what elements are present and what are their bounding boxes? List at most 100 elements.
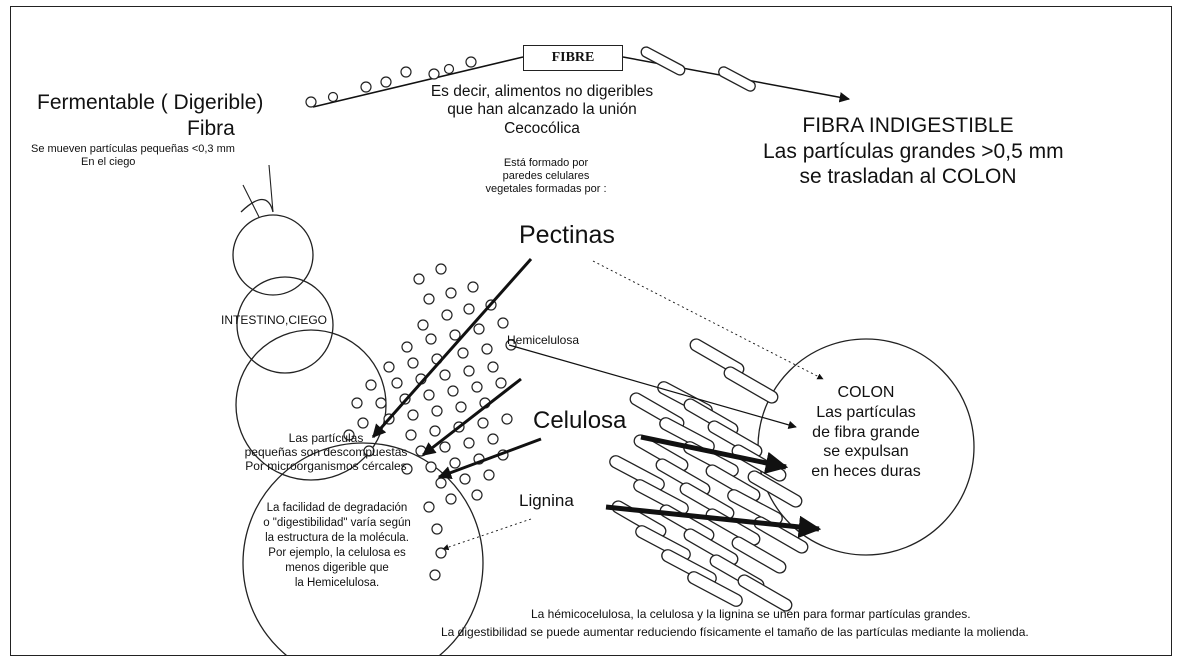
fermentable-label: Fermentable ( Digerible) <box>37 91 264 114</box>
small-particle <box>431 405 443 417</box>
small-particle <box>463 303 475 315</box>
indigestible-line-2: Las partículas grandes >0,5 mm <box>763 139 1064 163</box>
small-particle <box>383 361 395 373</box>
colon-line-1: COLON <box>837 384 895 401</box>
facility-line-3: la estructura de la molécula. <box>265 531 409 544</box>
small-particle <box>457 347 469 359</box>
large-particle <box>609 455 665 491</box>
large-particle <box>731 536 787 574</box>
branch-large-particles <box>640 46 756 92</box>
small-particle <box>363 445 375 457</box>
small-particle <box>501 413 513 425</box>
small-particle <box>401 463 413 475</box>
bottom-note-2: La digestibilidad se puede aumentar redu… <box>441 625 1029 639</box>
pectinas-label: Pectinas <box>519 221 615 249</box>
small-particle <box>413 273 425 285</box>
formed-line-2: paredes celulares <box>502 169 590 182</box>
small-particle <box>435 477 447 489</box>
small-particle <box>463 437 475 449</box>
small-particle <box>487 433 499 445</box>
small-particle <box>423 293 435 305</box>
diagram-frame: FIBRE Fermentable ( Digerible) Fibra Se … <box>10 6 1172 656</box>
branch-small-particles <box>305 56 477 108</box>
small-particle <box>481 343 493 355</box>
small-particles-line-2: En el ciego <box>81 155 136 168</box>
small-particle <box>391 377 403 389</box>
small-particle <box>441 309 453 321</box>
small-particle <box>487 361 499 373</box>
small-particle <box>467 281 479 293</box>
facility-line-4: Por ejemplo, la celulosa es <box>268 546 406 559</box>
small-particle <box>429 425 441 437</box>
decompose-text: Las partículas pequeñas son descompuesta… <box>241 431 411 473</box>
small-particle <box>357 417 369 429</box>
large-particle <box>659 417 715 453</box>
indigestible-text: FIBRA INDIGESTIBLE Las partículas grande… <box>763 113 1064 190</box>
lignina-label: Lignina <box>519 491 574 510</box>
small-particle <box>429 569 441 581</box>
small-particle <box>343 429 355 441</box>
small-particle <box>407 409 419 421</box>
small-particle <box>425 333 437 345</box>
large-particle <box>687 571 743 607</box>
definition-line-3: Cecocólica <box>504 119 580 137</box>
formed-line-1: Está formado por <box>503 157 589 169</box>
small-particle <box>463 365 475 377</box>
hemicelulosa-label: Hemicelulosa <box>507 333 580 347</box>
small-particle <box>375 397 387 409</box>
fibre-label: FIBRE <box>523 45 623 71</box>
small-particle <box>435 547 447 559</box>
small-particle <box>449 457 461 469</box>
colon-line-3: de fibra grande <box>812 423 920 441</box>
large-particle <box>633 434 689 472</box>
small-particle <box>473 323 485 335</box>
small-particle <box>435 263 447 275</box>
facility-line-6: la Hemicelulosa. <box>294 576 380 589</box>
small-particle <box>497 317 509 329</box>
large-particle <box>707 420 763 458</box>
small-particle <box>495 377 507 389</box>
small-particle <box>439 369 451 381</box>
large-particle <box>689 338 745 376</box>
small-particle <box>365 379 377 391</box>
small-particle <box>425 461 437 473</box>
large-particle <box>655 458 711 496</box>
small-particle <box>407 357 419 369</box>
formed-by-text: Está formado por paredes celulares veget… <box>473 157 619 196</box>
small-particle <box>445 493 457 505</box>
definition-line-1: Es decir, alimentos no digeribles <box>430 83 654 100</box>
large-particle <box>705 464 761 502</box>
large-particle <box>737 574 793 612</box>
facility-line-5: menos digerible que <box>285 561 389 574</box>
bottom-note-1: La hémicocelulosa, la celulosa y la lign… <box>531 607 971 621</box>
arrows <box>371 258 824 551</box>
large-particle <box>679 482 735 520</box>
small-particle <box>459 473 471 485</box>
facility-text: La facilidad de degradación o "digestibi… <box>247 501 427 591</box>
indigestible-title: FIBRA INDIGESTIBLE <box>802 114 1014 137</box>
small-particles-note: Se mueven partículas pequeñas <0,3 mm En… <box>31 143 235 169</box>
small-particle <box>417 319 429 331</box>
decompose-line-3: Por microorganismos cércales <box>245 459 407 474</box>
intestino-label: INTESTINO,CIEGO <box>221 313 328 327</box>
small-particle <box>471 381 483 393</box>
large-particle <box>727 489 783 525</box>
decompose-line-1: Las partículas <box>288 431 364 445</box>
small-particle-cloud <box>343 263 517 581</box>
small-particle <box>477 417 489 429</box>
small-particle <box>483 469 495 481</box>
large-particle <box>723 366 779 404</box>
left-branch-line <box>312 56 524 108</box>
colon-line-5: en heces duras <box>811 463 921 481</box>
large-particle <box>635 525 691 561</box>
definition-line-2: que han alcanzado la unión <box>447 101 637 119</box>
colon-line-2: Las partículas <box>816 403 916 421</box>
small-particle <box>439 441 451 453</box>
formed-line-3: vegetales formadas por : <box>485 182 607 195</box>
indigestible-line-3: se trasladan al COLON <box>799 165 1017 189</box>
large-particle <box>683 528 739 566</box>
facility-line-1: La facilidad de degradación <box>266 502 408 514</box>
fibra-label: Fibra <box>187 117 235 140</box>
small-particle <box>449 329 461 341</box>
small-particle <box>431 523 443 535</box>
